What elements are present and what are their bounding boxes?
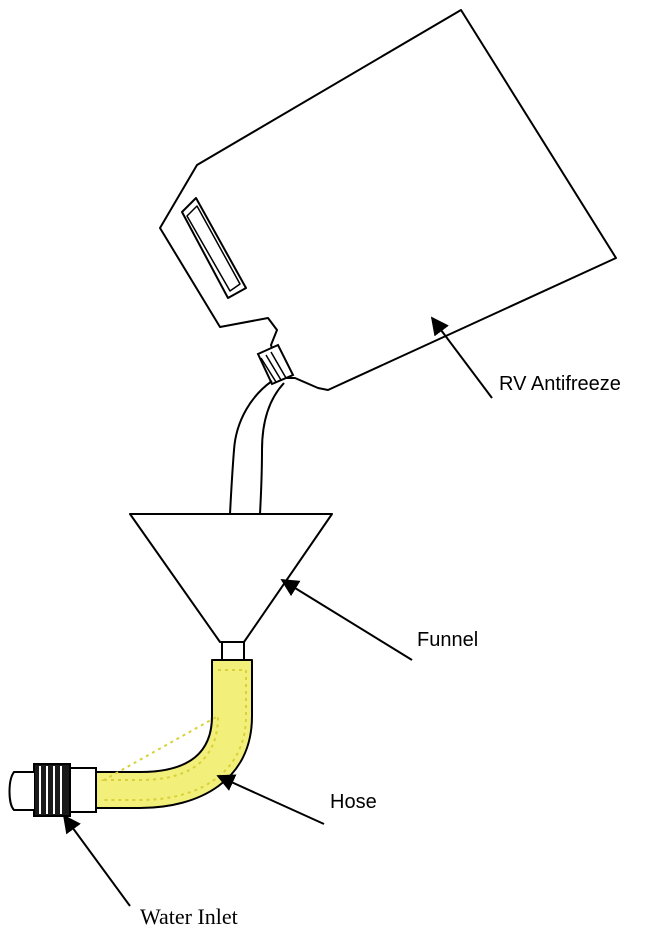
funnel [129,513,333,661]
funnel-neck [221,641,245,661]
inlet-collar [69,767,97,813]
funnel-cone [129,513,333,643]
arrow-hose [216,774,325,825]
jug-body [159,9,617,391]
leader-lines [62,316,493,907]
label-hose: Hose [330,791,377,813]
hose [95,659,253,809]
inlet-pipe [8,771,34,811]
antifreeze-jug [159,9,617,391]
jug-spout [256,343,295,386]
jug-handle [181,197,247,299]
jug-handle-inner [186,205,241,292]
arrow-water-inlet [62,814,131,907]
label-funnel: Funnel [417,629,479,651]
arrow-antifreeze [430,316,493,399]
label-rv-antifreeze: RV Antifreeze [499,373,621,395]
water-inlet-fitting [8,763,97,817]
arrow-funnel [280,579,413,661]
antifreeze-stream [229,380,285,515]
hose-body [95,659,253,809]
label-water-inlet: Water Inlet [140,904,238,929]
